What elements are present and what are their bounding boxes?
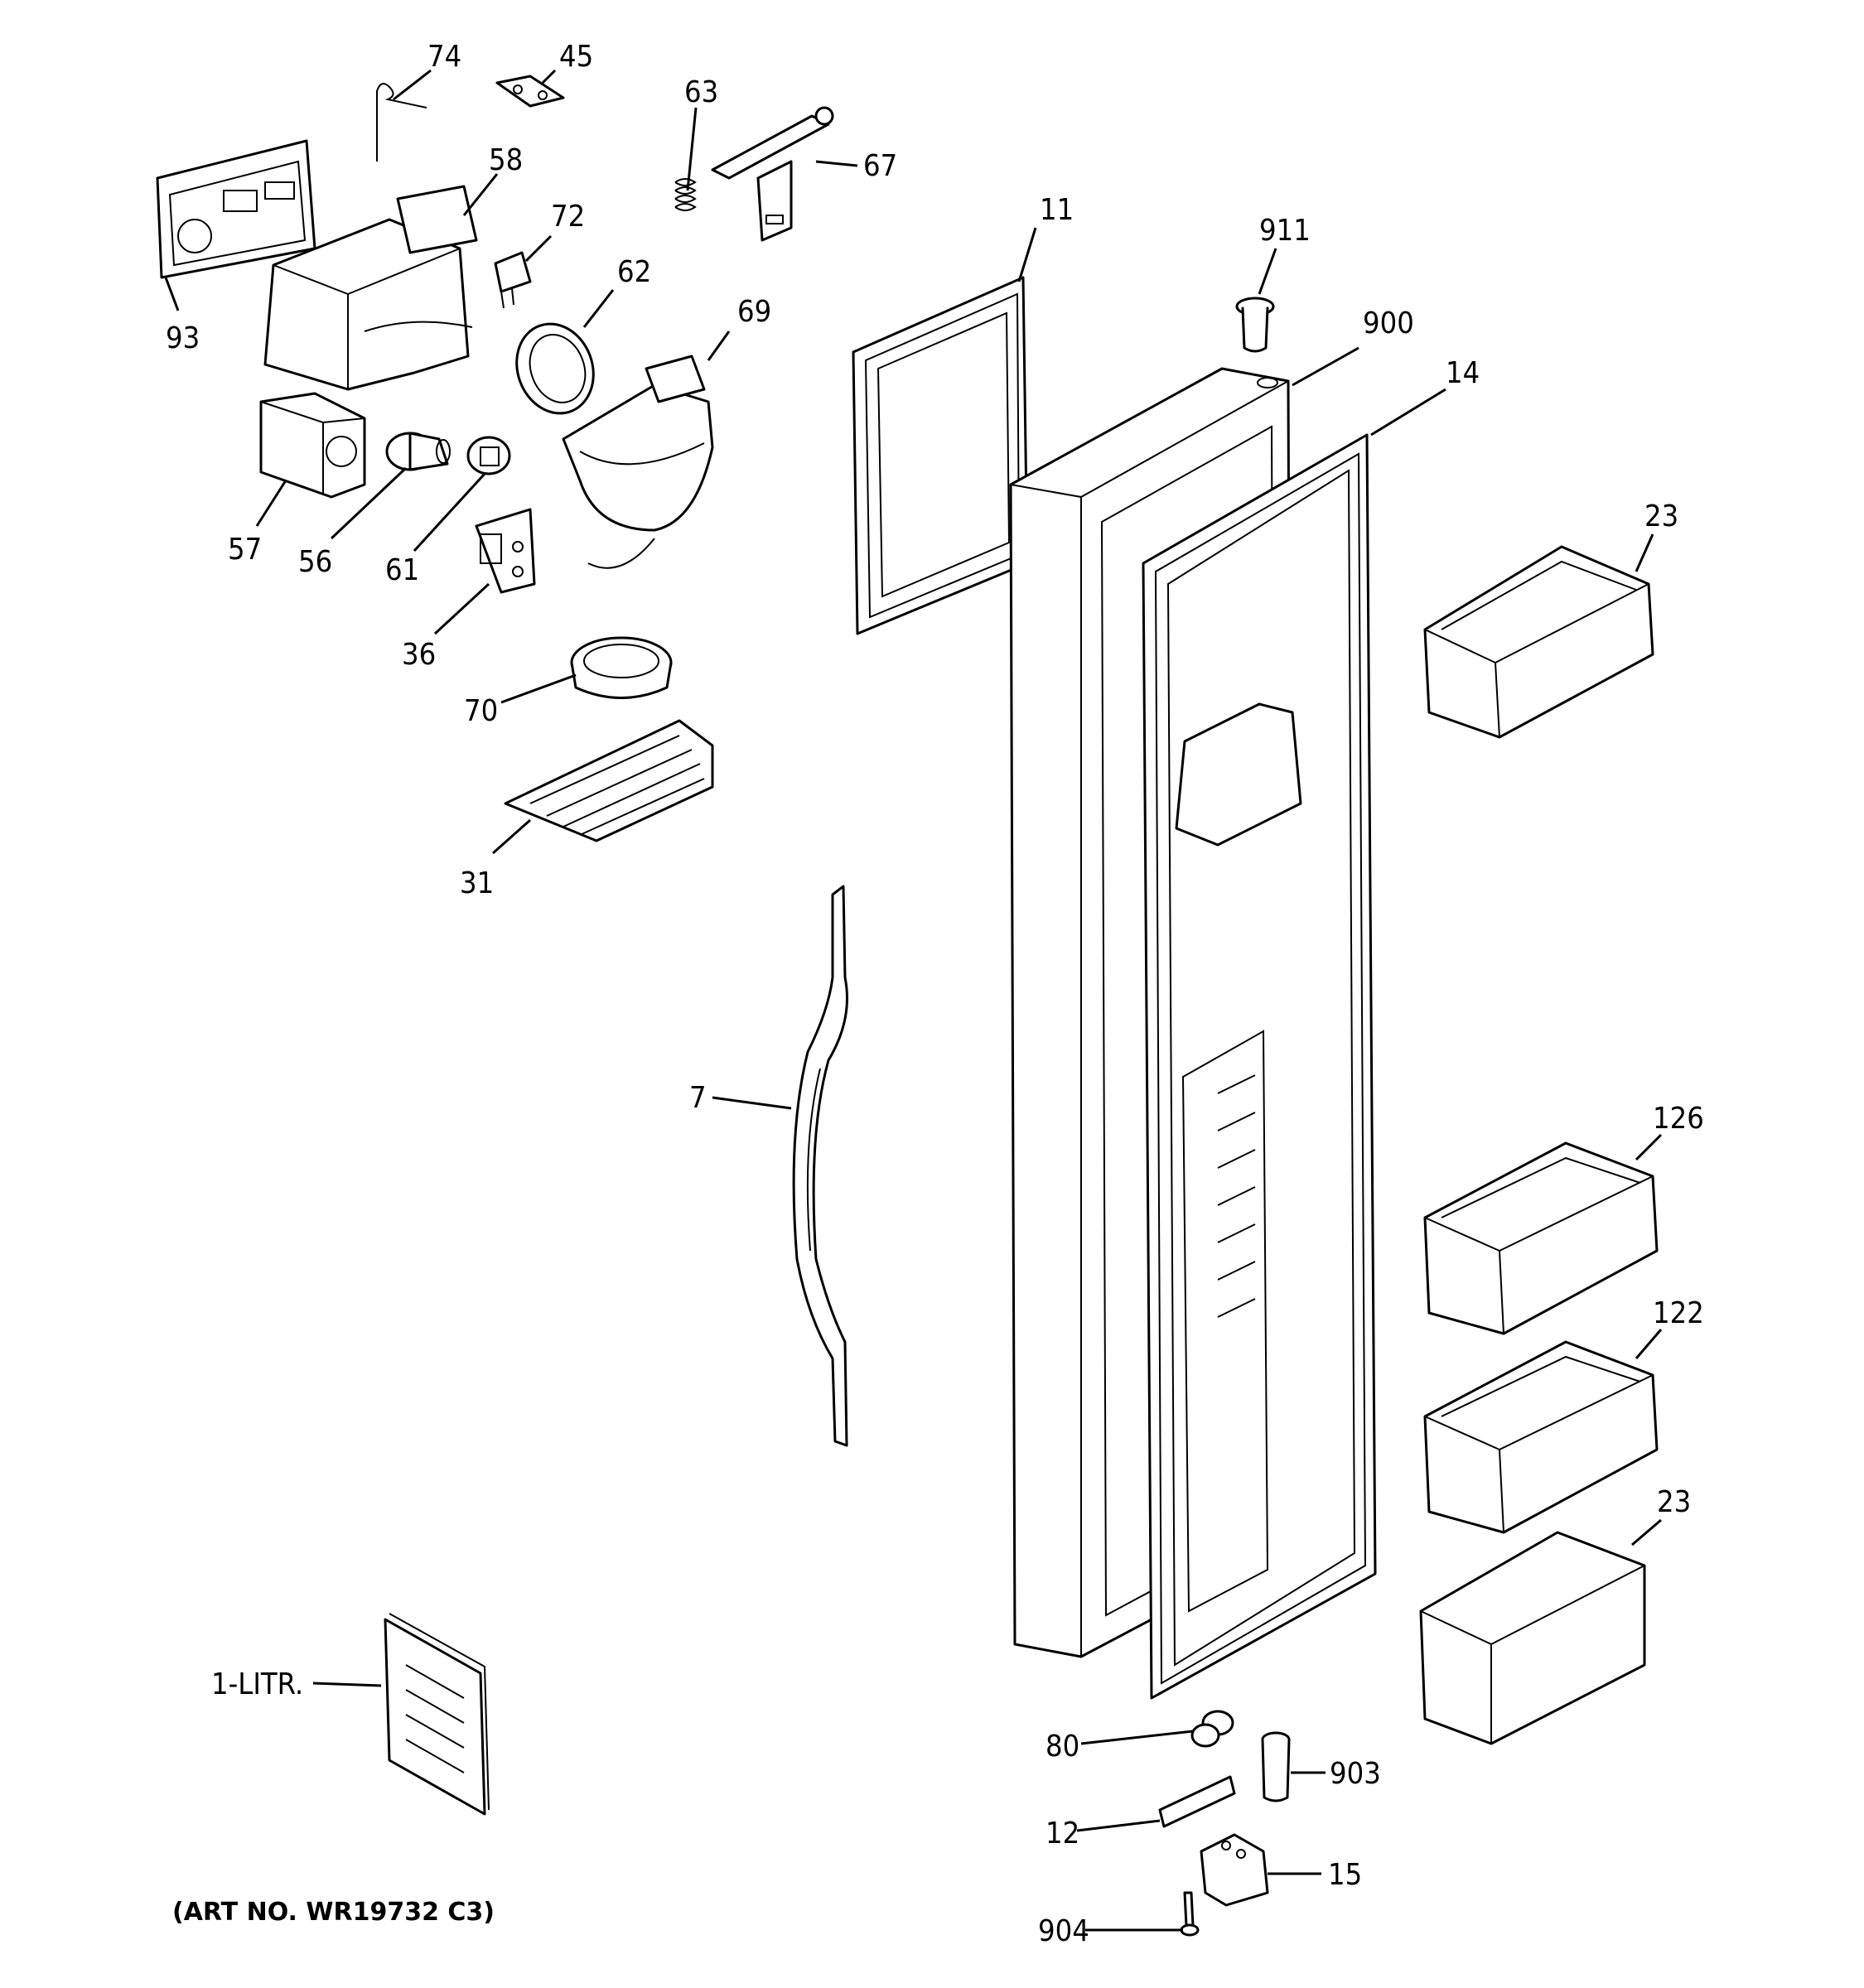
part-70-ring (570, 636, 673, 699)
callout-61: 61 (385, 553, 419, 587)
part-904-screw (1180, 1891, 1200, 1937)
callout-80: 80 (1045, 1730, 1079, 1764)
callout-1-litr: 1-LITR. (211, 1667, 303, 1701)
part-23-door-bin-bottom (1419, 1531, 1646, 1745)
part-126-door-bin (1423, 1141, 1659, 1335)
part-122-door-bin (1423, 1340, 1659, 1534)
leader-lines (164, 69, 1663, 1932)
callout-11: 11 (1040, 193, 1074, 227)
part-31-drip-grille (504, 719, 714, 842)
part-63-spring (674, 178, 697, 211)
callout-57: 57 (228, 533, 262, 567)
callout-14: 14 (1446, 356, 1480, 390)
part-80-bushing (1190, 1710, 1234, 1748)
part-14-shelf-rails (1217, 1074, 1256, 1318)
callout-31: 31 (460, 866, 494, 900)
callout-45: 45 (559, 40, 593, 74)
part-67-actuator (711, 106, 834, 242)
callout-74: 74 (427, 40, 461, 74)
part-74-spring (376, 83, 427, 162)
callout-903: 903 (1330, 1757, 1381, 1791)
callout-904: 904 (1038, 1914, 1089, 1948)
art-number: (ART NO. WR19732 C3) (172, 1898, 495, 1927)
part-1-litr-literature (384, 1613, 490, 1816)
part-36-bracket (475, 508, 536, 594)
callout-69: 69 (737, 295, 771, 329)
part-56-motor (385, 432, 451, 471)
part-58-chute-housing (263, 185, 478, 391)
callout-911: 911 (1259, 214, 1311, 248)
callout-23-bottom: 23 (1657, 1485, 1691, 1519)
callout-36: 36 (402, 638, 436, 672)
callout-63: 63 (684, 75, 718, 109)
callout-23-top: 23 (1644, 499, 1678, 533)
callout-58: 58 (489, 143, 523, 177)
callout-labels: 74 45 63 67 58 72 62 93 69 11 911 900 14… (166, 40, 1704, 1948)
callout-93: 93 (166, 321, 200, 355)
part-903-hinge-pin (1261, 1731, 1291, 1802)
callout-12: 12 (1045, 1817, 1079, 1850)
part-14-door-liner (1142, 433, 1377, 1700)
callout-126: 126 (1653, 1102, 1704, 1136)
part-45-bracket (495, 75, 565, 108)
part-62-ring (515, 322, 595, 415)
callout-7: 7 (689, 1081, 707, 1115)
part-911-cap (1235, 297, 1275, 353)
callout-70: 70 (464, 694, 498, 728)
callout-72: 72 (551, 200, 585, 234)
part-57-motor-cover (259, 392, 366, 499)
part-7-handle (792, 885, 848, 1447)
callout-67: 67 (863, 149, 897, 183)
callout-122: 122 (1653, 1296, 1704, 1330)
part-69-funnel (562, 355, 714, 569)
callout-56: 56 (298, 545, 332, 579)
callout-15: 15 (1328, 1858, 1362, 1892)
callout-62: 62 (617, 255, 651, 289)
part-15-hinge (1200, 1833, 1269, 1907)
part-12-shim (1158, 1775, 1236, 1828)
part-61-coupler (466, 436, 511, 475)
callout-900: 900 (1363, 306, 1414, 340)
part-23-door-bin-top (1423, 545, 1654, 739)
part-11-dispenser-frame (852, 276, 1029, 635)
part-72-switch (494, 251, 532, 309)
